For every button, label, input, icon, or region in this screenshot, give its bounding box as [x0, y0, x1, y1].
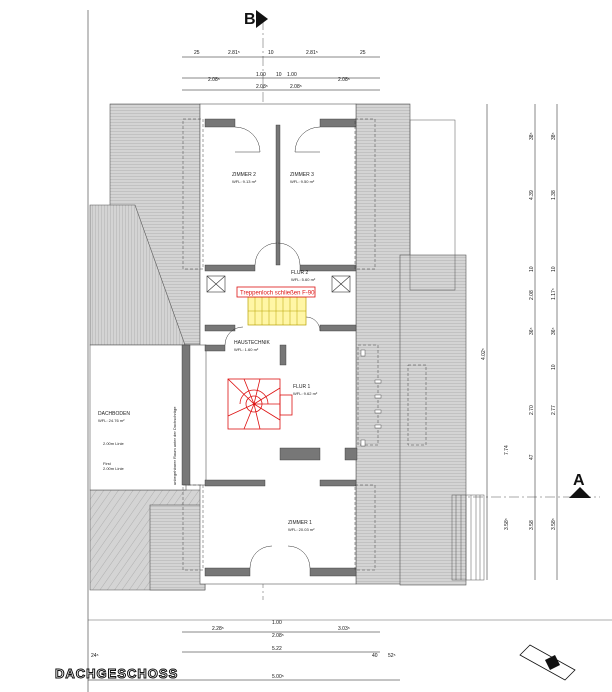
- room-name: ZIMMER 2: [232, 172, 256, 178]
- dim-label: 2.08⁵: [208, 77, 220, 83]
- dim-label: 52⁵: [388, 653, 396, 659]
- room-name: FLUR 2: [291, 270, 308, 276]
- roof-windows: [360, 349, 382, 447]
- vertical-note: unbegehbarer Raum unter der Dachschräge: [172, 406, 177, 485]
- dim-label: 2.08⁵: [290, 84, 302, 90]
- line-note: 2.00m Linie: [103, 441, 124, 446]
- room-area: WFL: 9.62 m²: [293, 391, 318, 396]
- dim-label: 2.08⁵: [272, 633, 284, 639]
- dim-label: 2.28⁵: [212, 626, 224, 632]
- dim-label: 36⁵: [529, 327, 535, 335]
- room-name: HAUSTECHNIK: [234, 340, 271, 346]
- room-area: WFL: 24.76 m²: [98, 418, 125, 423]
- dim-label: 1.38: [551, 190, 557, 200]
- roof-right-dormer: [399, 254, 467, 586]
- dim-label: 5.00⁵: [272, 674, 284, 680]
- dimension-lines: [88, 56, 558, 681]
- dim-label: 38⁵: [551, 132, 557, 140]
- dim-label: 10: [551, 364, 557, 370]
- dim-label: 25: [360, 50, 366, 56]
- dim-label: 1.00: [256, 72, 266, 78]
- room-name: ZIMMER 3: [290, 172, 314, 178]
- first-note: First: [103, 461, 112, 466]
- right-dimensions: 4.02⁵ 7.74 3.58⁵ 38⁵ 4.39 10 2.08 36⁵ 2.…: [481, 132, 557, 530]
- dim-label: 4.02⁵: [481, 348, 487, 360]
- dim-label: 2.08⁵: [256, 84, 268, 90]
- dim-label: 3.58: [529, 520, 535, 530]
- north-arrow-icon: [519, 644, 576, 681]
- dim-label: 1.17⁵: [551, 288, 557, 300]
- dim-label: 3.03⁵: [338, 626, 350, 632]
- dim-label: 1.00: [272, 620, 282, 626]
- section-marker-b: B: [244, 11, 256, 28]
- dim-label: 1.00: [287, 72, 297, 78]
- dim-label: 36⁵: [551, 327, 557, 335]
- top-dimensions: 25 2.81⁵ 10 2.81⁵ 25 2.08⁵ 1.00 10 1.00 …: [194, 50, 366, 90]
- outer-wall-line: [409, 119, 456, 291]
- section-arrow-a: [569, 487, 591, 498]
- dim-label: 2.77: [551, 405, 557, 415]
- room-name: DACHBODEN: [98, 411, 130, 417]
- room-area: WFL: 20.03 m²: [288, 527, 315, 532]
- line-note: 2.00m Linie: [103, 466, 124, 471]
- stair-upper: [247, 296, 307, 326]
- chimney: [206, 275, 351, 293]
- room-name: FLUR 1: [293, 384, 310, 390]
- dim-label: 4.39: [529, 190, 535, 200]
- room-area: WFL: 1.60 m²: [234, 347, 259, 352]
- dim-label: 10: [276, 72, 282, 78]
- stair-close-box: [236, 286, 316, 298]
- stair-close-note: Treppenloch schließen F-90: [240, 291, 315, 297]
- stair-spiral: [227, 378, 293, 430]
- walls: [181, 118, 358, 577]
- dim-label: 38⁵: [529, 132, 535, 140]
- room-name: ZIMMER 1: [288, 520, 312, 526]
- dim-label: 25: [194, 50, 200, 56]
- dim-label: 2.81⁵: [306, 50, 318, 56]
- dim-label: 47: [529, 454, 535, 460]
- dim-label: 5.22: [272, 646, 282, 652]
- dim-label: 2.08: [529, 290, 535, 300]
- room-area: WFL: 5.60 m²: [291, 277, 316, 282]
- dim-label: 2.08⁵: [338, 77, 350, 83]
- dim-label: 10: [529, 266, 535, 272]
- dim-label: 24⁵: [91, 653, 99, 659]
- drawing-title: DACHGESCHOSS: [54, 666, 179, 682]
- dim-label: 7.74: [504, 445, 510, 455]
- roof-left-lower-2: [149, 504, 206, 591]
- room-area: WFL: 9.50 m²: [290, 179, 315, 184]
- dim-label: 40: [372, 653, 378, 659]
- dim-label: 3.58⁵: [551, 518, 557, 530]
- room-labels: ZIMMER 2 WFL: 9.13 m² ZIMMER 3 WFL: 9.50…: [98, 172, 318, 532]
- door-swings: [224, 126, 321, 569]
- dim-label: 10: [551, 266, 557, 272]
- section-arrow-b: [256, 10, 268, 28]
- dim-label: 2.81⁵: [228, 50, 240, 56]
- dachboden-area: [89, 344, 187, 491]
- dim-label: 2.70: [529, 405, 535, 415]
- bottom-dimensions: 2.28⁵ 1.00 3.03⁵ 2.08⁵ 5.22 40 52⁵ 24⁵ 5…: [91, 620, 396, 680]
- balcony: [451, 494, 485, 581]
- room-area: WFL: 9.13 m²: [232, 179, 257, 184]
- dim-label: 10: [268, 50, 274, 56]
- dim-label: 3.58⁵: [504, 518, 510, 530]
- section-marker-a: A: [573, 472, 585, 489]
